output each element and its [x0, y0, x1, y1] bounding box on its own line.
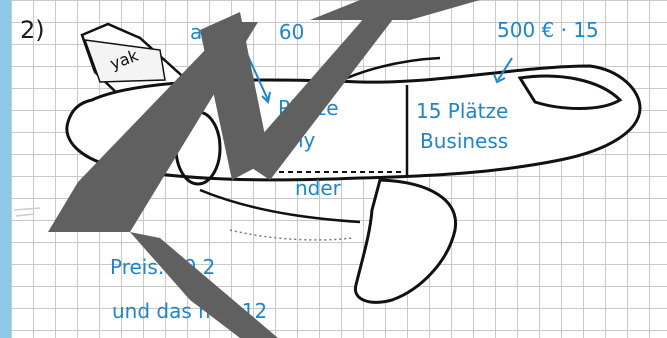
economy-seats-label: Plätze — [278, 98, 339, 118]
top-left-value: 60 — [279, 20, 304, 44]
economy-class-label: my — [284, 130, 315, 150]
business-class-label: Business — [420, 131, 508, 151]
task-number: 2) — [20, 18, 45, 42]
top-left-note-text: ao — [190, 20, 215, 44]
top-left-note: ao 60 — [190, 22, 304, 42]
price-line: Preis: 30 2 — [110, 257, 215, 277]
multiply-line: und das mal 12 — [112, 301, 267, 321]
kinder-label: nder — [295, 178, 341, 198]
top-right-note: 500 € · 15 — [497, 20, 599, 40]
business-seats-label: 15 Plätze — [416, 101, 508, 121]
